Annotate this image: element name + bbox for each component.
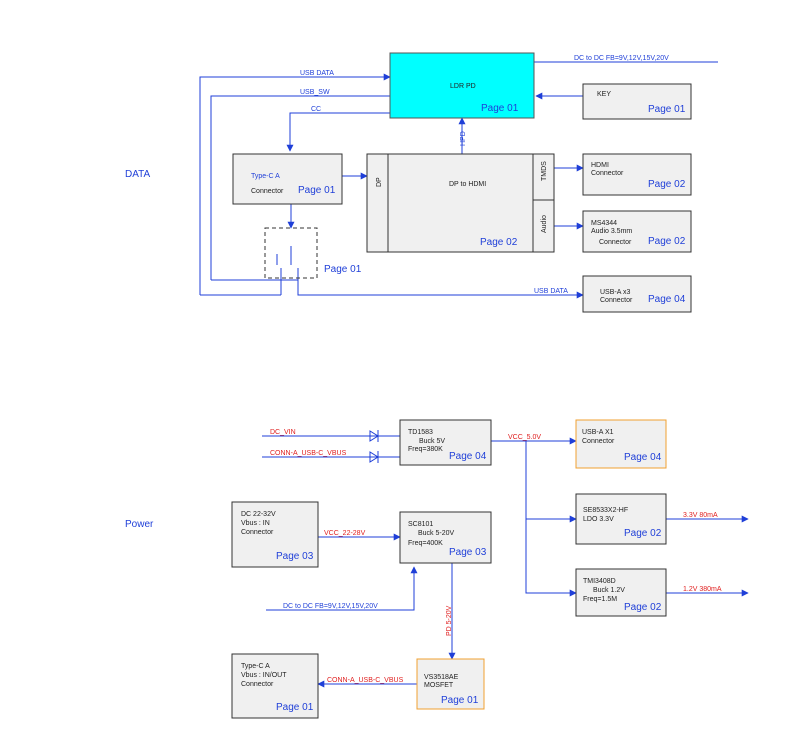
dc2dc-fb-label-power: DC to DC FB=9V,12V,15V,20V <box>283 603 378 610</box>
ms4344-line1: MS4344 <box>591 220 617 227</box>
usba3-block: USB-A x3 Connector Page 04 <box>582 275 692 313</box>
dc-in-line3: Connector <box>241 529 274 536</box>
sc8101-page: Page 03 <box>449 547 487 558</box>
power-signal-labels: DC_VIN CONN-A_USB-C_VBUS VCC_5.0V VCC_22… <box>270 429 722 684</box>
key-page: Page 01 <box>648 104 686 115</box>
usb-data-label: USB DATA <box>300 70 334 77</box>
vcc-22-28-label: VCC_22-28V <box>324 530 366 537</box>
power-wires <box>262 435 749 688</box>
section-label-power: Power <box>125 519 154 530</box>
tmi3408-block: TMI3408D Buck 1.2V Freq=1.5M Page 02 <box>575 568 667 617</box>
tmds-port-label: TMDS <box>541 161 548 181</box>
tmi3408-line2: Buck 1.2V <box>593 587 625 594</box>
sc8101-line1: SC8101 <box>408 521 433 528</box>
hpd-label: HPD <box>460 131 467 146</box>
ms4344-page: Page 02 <box>648 236 686 247</box>
key-block: KEY Page 01 <box>582 83 692 120</box>
vs3518-block: VS3518AE MOSFET Page 01 <box>416 658 485 710</box>
ms4344-block: MS4344 Audio 3.5mm Connector Page 02 <box>582 210 692 253</box>
typec-out-line3: Connector <box>241 681 274 688</box>
usba3-line2: Connector <box>600 297 633 304</box>
usb-data-label-bottom: USB DATA <box>534 288 568 295</box>
se8533-line1: SE8533X2-HF <box>583 507 628 514</box>
dc-in-page: Page 03 <box>276 551 314 562</box>
hdmi-page: Page 02 <box>648 179 686 190</box>
usb-switch-page: Page 01 <box>324 264 362 275</box>
sc8101-block: SC8101 Buck 5-20V Freq=400K Page 03 <box>399 511 492 564</box>
usba1-page: Page 04 <box>624 452 662 463</box>
typec-line1: Type-C A <box>251 173 280 180</box>
vcc-5v-label: VCC_5.0V <box>508 434 541 441</box>
tmi3408-line3: Freq=1.5M <box>583 596 617 603</box>
ldr-pd-page: Page 01 <box>481 103 519 114</box>
dp-to-hdmi-page: Page 02 <box>480 237 518 248</box>
diode-conn-vbus <box>369 451 379 463</box>
section-label-data: DATA <box>125 169 151 180</box>
typec-line2: Connector <box>251 188 284 195</box>
out-3v3-label: 3.3V 80mA <box>683 512 718 519</box>
dc-vin-label: DC_VIN <box>270 429 296 436</box>
diode-dc-vin <box>369 430 379 442</box>
typec-block: Type-C A Connector Page 01 <box>232 153 343 205</box>
dc-in-line1: DC 22-32V <box>241 511 276 518</box>
out-1v2-label: 1.2V 380mA <box>683 586 722 593</box>
ms4344-line3: Connector <box>599 239 632 246</box>
usba1-block: USB-A X1 Connector Page 04 <box>575 419 667 469</box>
hdmi-line1: HDMI <box>591 162 609 169</box>
usba3-page: Page 04 <box>648 294 686 305</box>
typec-out-page: Page 01 <box>276 702 314 713</box>
conn-vbus-label: CONN-A_USB-C_VBUS <box>270 450 347 457</box>
pd-5-20v-label: PD 5-20V <box>446 605 453 636</box>
hdmi-block: HDMI Connector Page 02 <box>582 153 692 196</box>
audio-port-label: Audio <box>541 215 548 233</box>
se8533-page: Page 02 <box>624 528 662 539</box>
usb-switch-block: Page 01 <box>264 227 362 279</box>
se8533-block: SE8533X2-HF LDO 3.3V Page 02 <box>575 493 667 545</box>
dp-to-hdmi-title: DP to HDMI <box>449 181 486 188</box>
typec-out-line1: Type-C A <box>241 663 270 670</box>
ms4344-line2: Audio 3.5mm <box>591 228 632 235</box>
td1583-page: Page 04 <box>449 451 487 462</box>
data-signal-labels: DC to DC FB=9V,12V,15V,20V USB DATA USB_… <box>300 55 669 295</box>
vs3518-page: Page 01 <box>441 695 479 706</box>
dp-to-hdmi-block: DP TMDS Audio DP to HDMI Page 02 <box>366 153 555 253</box>
typec-out-block: Type-C A Vbus : IN/OUT Connector Page 01 <box>231 653 319 719</box>
dc2dc-fb-label-top: DC to DC FB=9V,12V,15V,20V <box>574 55 669 62</box>
usba1-line2: Connector <box>582 438 615 445</box>
usba3-line1: USB-A x3 <box>600 289 630 296</box>
cc-label: CC <box>311 106 321 113</box>
tmi3408-line1: TMI3408D <box>583 578 616 585</box>
conn-vbus-label-2: CONN-A_USB-C_VBUS <box>327 677 404 684</box>
hdmi-line2: Connector <box>591 170 624 177</box>
dc-in-block: DC 22-32V Vbus : IN Connector Page 03 <box>231 501 319 568</box>
ldr-pd-block: LDR PD Page 01 <box>389 52 535 119</box>
sc8101-line3: Freq=400K <box>408 540 443 547</box>
typec-page: Page 01 <box>298 185 336 196</box>
td1583-block: TD1583 Buck 5V Freq=380K Page 04 <box>399 419 492 466</box>
data-wires <box>199 61 718 299</box>
key-title: KEY <box>597 91 611 98</box>
sc8101-line2: Buck 5-20V <box>418 530 455 537</box>
ldr-pd-title: LDR PD <box>450 83 476 90</box>
se8533-line2: LDO 3.3V <box>583 516 614 523</box>
tmi3408-page: Page 02 <box>624 602 662 613</box>
usb-sw-label: USB_SW <box>300 89 330 96</box>
vs3518-line1: VS3518AE <box>424 674 459 681</box>
td1583-line2: Buck 5V <box>419 438 445 445</box>
typec-out-line2: Vbus : IN/OUT <box>241 672 287 679</box>
td1583-line3: Freq=380K <box>408 446 443 453</box>
dp-port-label: DP <box>376 177 383 187</box>
dc-in-line2: Vbus : IN <box>241 520 270 527</box>
td1583-line1: TD1583 <box>408 429 433 436</box>
vs3518-line2: MOSFET <box>424 682 454 689</box>
usba1-line1: USB-A X1 <box>582 429 614 436</box>
